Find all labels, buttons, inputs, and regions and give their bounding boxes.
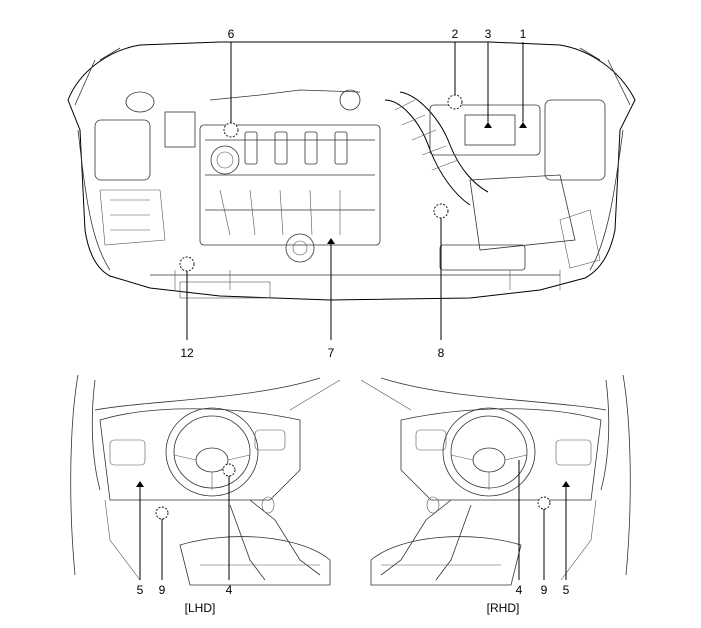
lhd-callout-5: 5	[137, 583, 144, 597]
engine-callout-markers	[179, 94, 527, 272]
engine-compartment-illustration	[67, 41, 636, 301]
rhd-caption: [RHD]	[487, 601, 520, 615]
rhd-arrow-5	[562, 481, 570, 487]
lhd-cabin-illustration	[70, 374, 341, 586]
rhd-callout-4: 4	[516, 583, 523, 597]
marker-8	[433, 203, 449, 219]
marker-6	[223, 122, 239, 138]
arrow-7	[327, 238, 335, 244]
lhd-leader-lines	[139, 476, 230, 580]
rhd-callout-markers	[537, 481, 570, 510]
callout-12: 12	[180, 346, 194, 360]
rhd-callout-5: 5	[563, 583, 570, 597]
callout-7: 7	[328, 346, 335, 360]
rhd-callout-9: 9	[541, 583, 548, 597]
lhd-callout-4: 4	[226, 583, 233, 597]
lhd-callout-9: 9	[159, 583, 166, 597]
marker-12	[179, 256, 195, 272]
lhd-marker-9	[155, 506, 169, 520]
callout-1: 1	[520, 27, 527, 41]
rhd-leader-lines	[518, 460, 567, 580]
callout-6: 6	[228, 27, 235, 41]
arrow-3	[484, 122, 492, 128]
engine-leader-lines	[186, 42, 524, 340]
lhd-callout-markers	[136, 463, 236, 520]
marker-2	[447, 94, 463, 110]
rhd-cabin-illustration	[360, 374, 631, 586]
lhd-marker-4	[222, 463, 236, 477]
arrow-1	[519, 122, 527, 128]
callout-8: 8	[438, 346, 445, 360]
callout-3: 3	[485, 27, 492, 41]
callout-2: 2	[452, 27, 459, 41]
rhd-marker-9	[537, 496, 551, 510]
lhd-caption: [LHD]	[185, 601, 216, 615]
lhd-arrow-5	[136, 481, 144, 487]
